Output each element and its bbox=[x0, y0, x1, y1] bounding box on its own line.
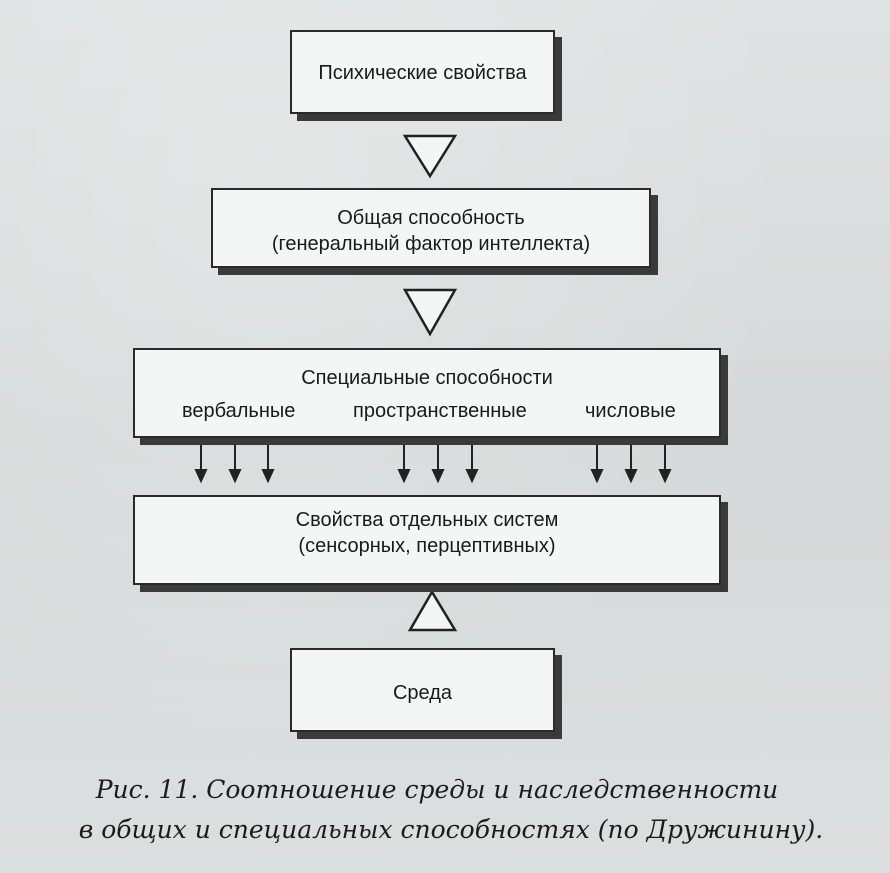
figure-caption-line-2: в общих и специальных способностях (по Д… bbox=[78, 815, 824, 844]
general-ability-box: Общая способность (генеральный фактор ин… bbox=[211, 188, 651, 268]
environment-label: Среда bbox=[392, 682, 453, 704]
sensory-perceptual-label: (сенсорных, перцептивных) bbox=[298, 535, 556, 557]
special-abilities-box: Специальные способности вербальные прост… bbox=[133, 348, 721, 438]
psych-properties-label: Психические свойства bbox=[318, 62, 527, 84]
numeric-ability-label: числовые bbox=[585, 400, 676, 422]
psych-properties-box: Психические свойства bbox=[290, 30, 555, 114]
system-properties-label: Свойства отдельных систем bbox=[295, 509, 559, 531]
spatial-ability-label: пространственные bbox=[353, 400, 527, 422]
system-properties-box: Свойства отдельных систем (сенсорных, пе… bbox=[133, 495, 721, 585]
general-ability-label: Общая способность bbox=[337, 207, 525, 229]
environment-box: Среда bbox=[290, 648, 555, 732]
figure-caption-line-1: Рис. 11. Соотношение среды и наследствен… bbox=[95, 775, 779, 804]
general-factor-label: (генеральный фактор интеллекта) bbox=[271, 233, 591, 255]
verbal-ability-label: вербальные bbox=[182, 400, 296, 422]
special-abilities-title: Специальные способности bbox=[301, 367, 553, 389]
